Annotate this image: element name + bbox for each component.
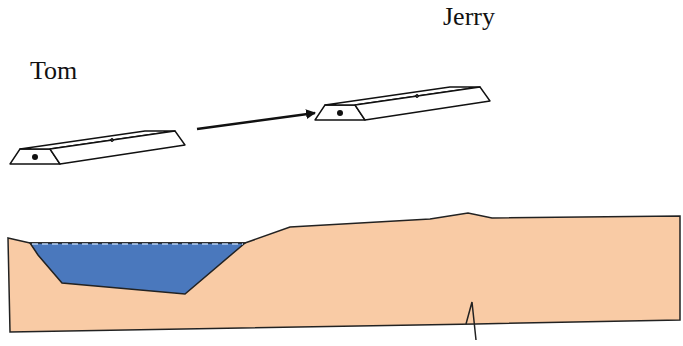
ground [8, 213, 680, 332]
object-node: Tom [8, 55, 193, 170]
trough-object [8, 127, 188, 167]
lake-water [30, 243, 245, 294]
ground-crack [466, 302, 476, 340]
trough-object [313, 83, 493, 123]
motion-arrow [197, 113, 315, 129]
name-label: Tom [30, 57, 77, 86]
name-label: Jerry [443, 3, 495, 32]
water-surface [32, 243, 243, 245]
object-node: Jerry [313, 3, 498, 125]
